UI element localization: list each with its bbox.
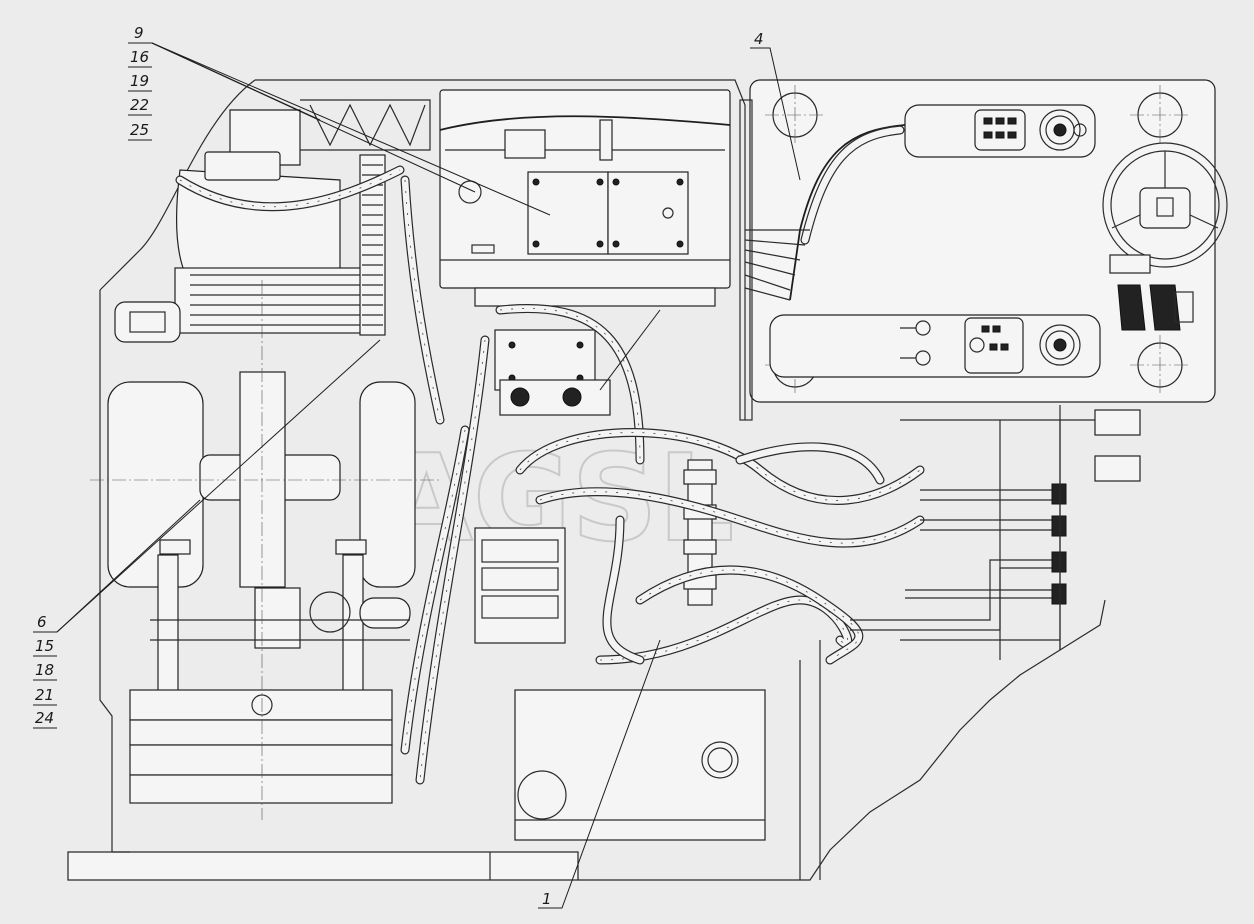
- cooling-unit: [114, 99, 431, 343]
- steel-pipes: [850, 409, 1141, 660]
- callout-24: 24: [35, 709, 54, 727]
- callout-6: 6: [37, 613, 47, 631]
- callout-9: 9: [134, 24, 144, 42]
- callout-1: 1: [542, 890, 552, 908]
- hydraulic-tank: [439, 89, 731, 307]
- callout-4: 4: [754, 30, 764, 48]
- callout-19: 19: [130, 72, 149, 90]
- callout-leaders: [33, 42, 801, 909]
- callout-group-bottom-left: 6 15 18 21 24: [35, 613, 54, 727]
- callout-15: 15: [35, 637, 54, 655]
- hydraulic-hoses: [175, 165, 925, 785]
- valve-block: [474, 329, 766, 841]
- callout-18: 18: [35, 661, 54, 679]
- callout-16: 16: [130, 48, 149, 66]
- callout-group-top-left: 9 16 19 22 25: [130, 24, 149, 139]
- callout-21: 21: [35, 686, 54, 704]
- callout-22: 22: [130, 96, 149, 114]
- control-panel: [739, 79, 1228, 421]
- engine-block: [90, 280, 440, 820]
- callout-25: 25: [130, 121, 149, 139]
